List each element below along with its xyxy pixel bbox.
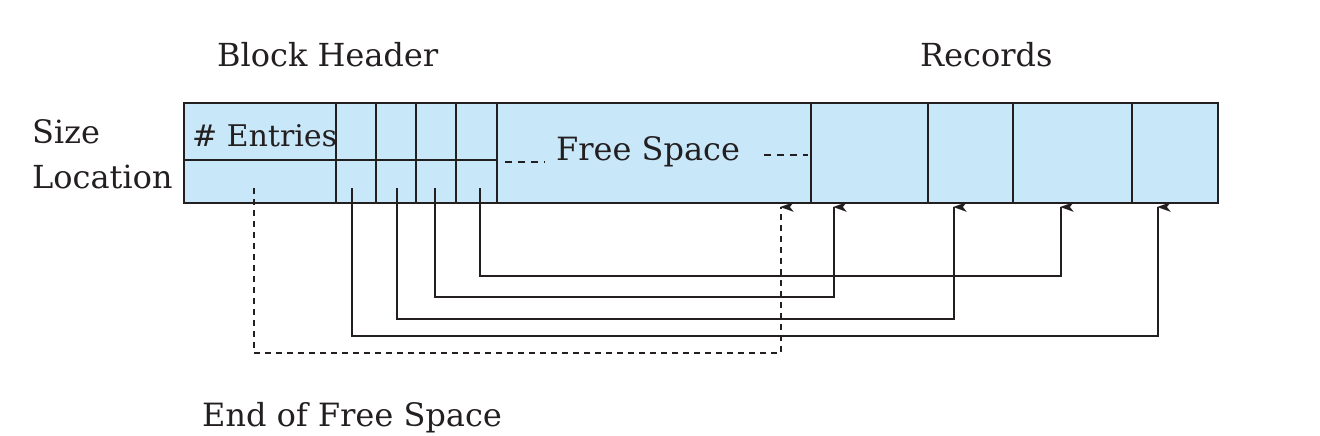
slot-pointer-1: [351, 188, 1171, 337]
block-header-label: Block Header: [217, 36, 439, 74]
slot-pointer-4: [479, 188, 1074, 277]
records-label: Records: [920, 36, 1052, 74]
free-space-label: Free Space: [556, 130, 740, 168]
block-outline: [183, 102, 1219, 204]
end-of-free-space-pointer: [253, 188, 794, 354]
end-of-free-space-label: End of Free Space: [202, 396, 502, 434]
slot-pointer-2: [396, 188, 967, 320]
size-label: Size: [32, 113, 100, 151]
entries-label: # Entries: [192, 119, 337, 154]
slot-pointer-3: [434, 188, 847, 298]
location-label: Location: [32, 158, 172, 196]
